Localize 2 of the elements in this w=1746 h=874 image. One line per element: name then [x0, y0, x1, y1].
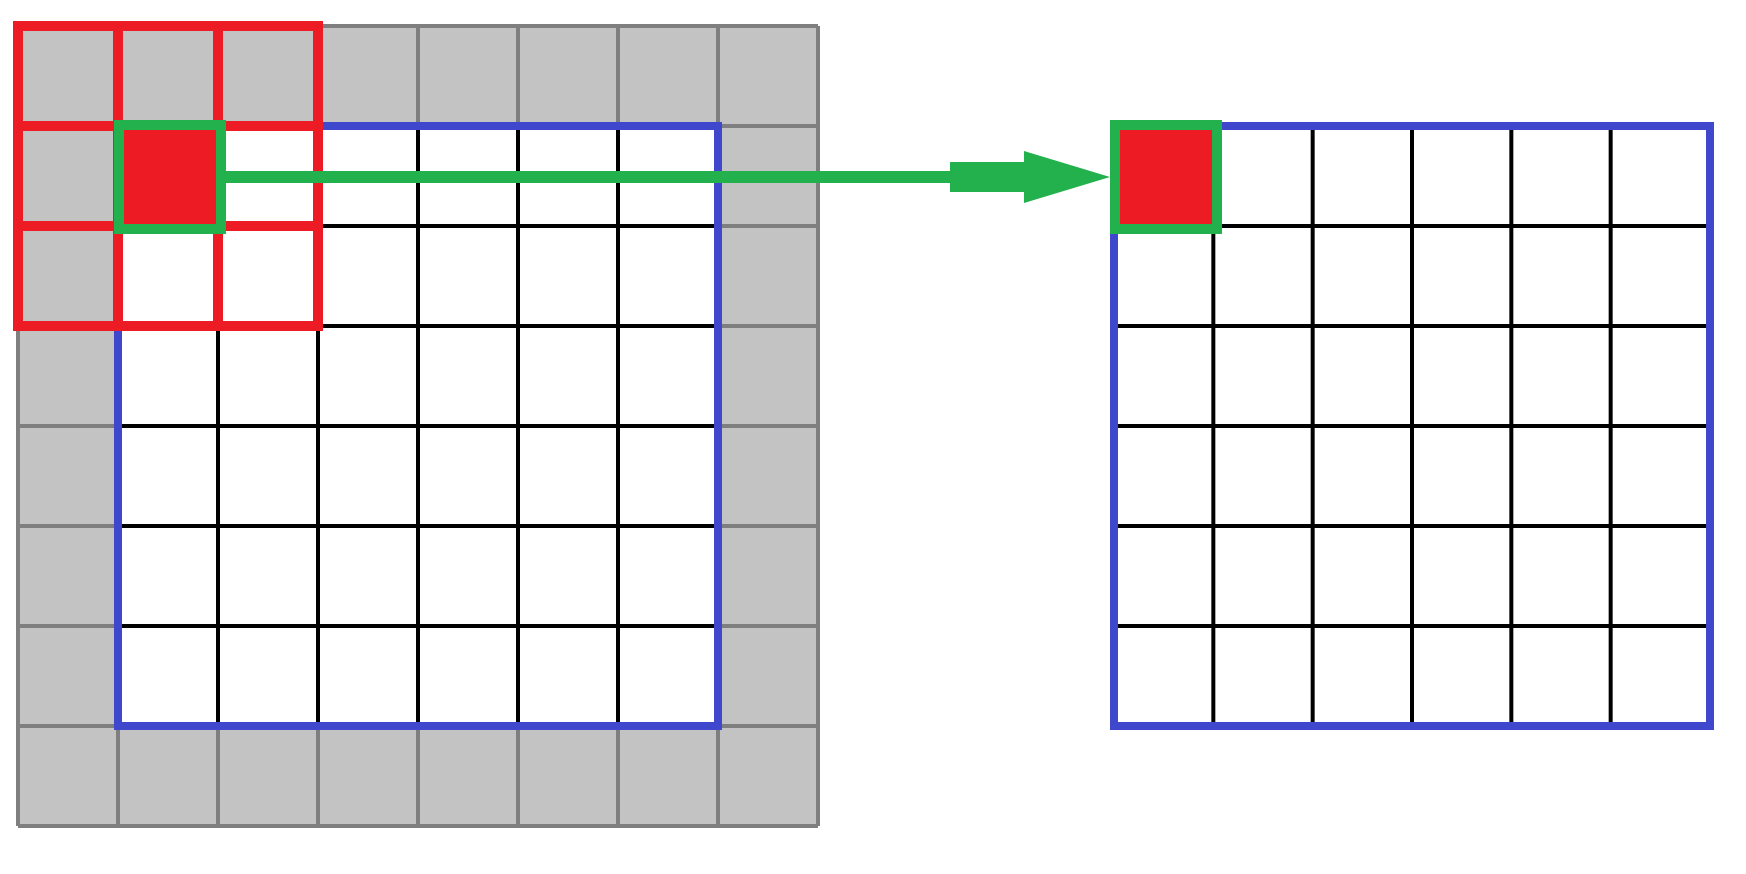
- output-cell: [1110, 120, 1222, 234]
- kernel-center-cell: [114, 120, 226, 234]
